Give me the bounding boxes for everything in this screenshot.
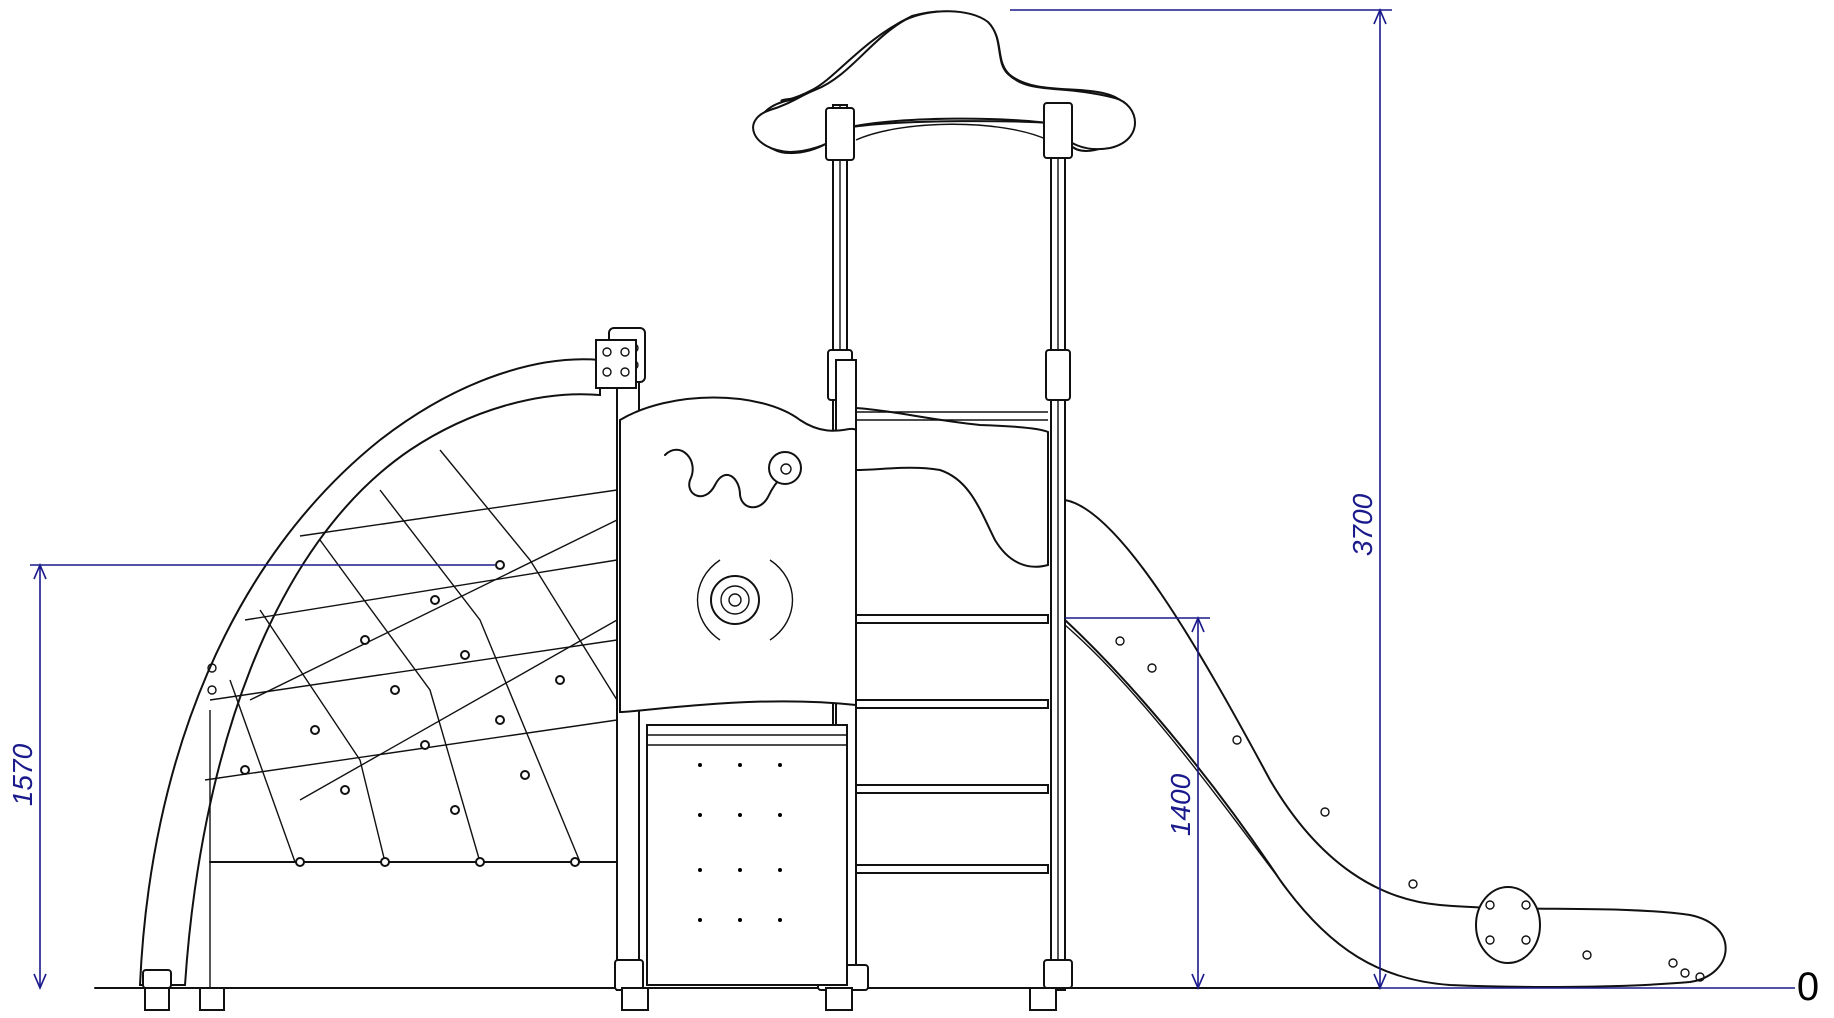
slide-bolts xyxy=(1115,636,1705,982)
tower-post-right xyxy=(1043,102,1073,991)
dimension-overall-height: 3700 xyxy=(1010,7,1392,991)
front-panel xyxy=(619,396,857,714)
roof-canopy xyxy=(752,10,1136,155)
net-knots xyxy=(240,560,580,867)
ground-anchors xyxy=(144,987,1057,1011)
kick-panel-holes xyxy=(698,763,782,922)
dimension-deck-height: 1400 xyxy=(1065,615,1210,991)
dimension-label-net: 1570 xyxy=(7,743,38,806)
back-rail-panel xyxy=(855,406,1049,874)
kick-panel xyxy=(646,724,848,986)
dimension-net-height: 1570 xyxy=(7,562,495,991)
ground-reference: 0 xyxy=(1380,965,1819,1009)
curved-climber-frame xyxy=(138,339,637,989)
climbing-net xyxy=(204,449,618,988)
dimension-label-deck: 1400 xyxy=(1165,773,1196,836)
slide xyxy=(1064,498,1727,988)
ground-level-label: 0 xyxy=(1797,965,1819,1009)
dimension-label-overall: 3700 xyxy=(1347,493,1378,556)
